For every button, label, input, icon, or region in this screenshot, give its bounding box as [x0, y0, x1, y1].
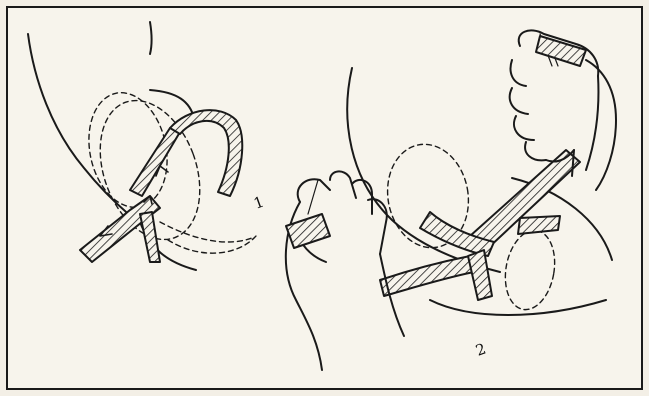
left-back-outline — [150, 90, 194, 118]
left-shoulder-drawing — [28, 22, 256, 270]
upper-hand-thumb-wrap — [536, 36, 586, 66]
step-label-2: 2 — [473, 340, 488, 360]
step-label-1: 1 — [251, 193, 266, 213]
left-body-outline — [28, 34, 138, 222]
right-shoulder-drawing — [286, 30, 616, 370]
left-dashed-loop-3 — [160, 222, 252, 242]
left-bandage-loop — [170, 110, 242, 196]
lower-hand — [286, 171, 404, 370]
right-dashed-loop-2 — [499, 226, 560, 313]
right-bandage-tail — [380, 256, 474, 296]
left-dashed-loop-4 — [168, 236, 256, 253]
right-bandage-fold — [468, 250, 492, 300]
right-bandage-cross — [518, 216, 560, 234]
left-bandage-lower — [140, 212, 160, 262]
left-bandage-upper — [130, 128, 180, 196]
left-body-outline-upper — [150, 22, 152, 54]
